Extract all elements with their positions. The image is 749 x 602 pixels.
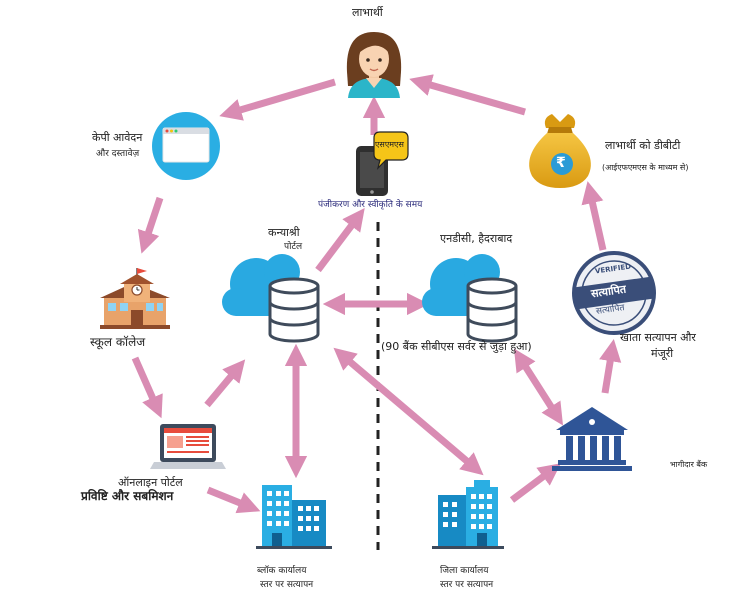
arrow-ndc-bank-bidirectional [513, 348, 564, 426]
laptop-icon [150, 424, 226, 469]
arrow-kanyashree-to-sms [315, 208, 365, 273]
account-verification-label: खाता सत्यापन और [620, 331, 696, 344]
district-office-sublabel: स्तर पर सत्यापन [440, 580, 494, 590]
office-building-icon [256, 485, 332, 549]
dbt-label: लाभार्थी को डीबीटी [605, 139, 681, 152]
flow-arrows [131, 74, 622, 514]
cloud-database-icon [222, 254, 320, 343]
phone-sms-icon [356, 131, 409, 196]
kanyashree-sublabel: पोर्टल [284, 242, 303, 252]
school-building-icon [100, 268, 170, 329]
bank-label: भागीदार बैंक [670, 460, 708, 469]
arrow-beneficiary-to-application [219, 78, 336, 121]
verified-stamp-icon [572, 251, 656, 335]
arrow-portal-to-block [206, 486, 261, 514]
kp-application-sublabel: और दस्तावेज़ [96, 149, 140, 159]
kanyashree-label: कन्याश्री [268, 226, 300, 239]
sms-bubble-text: एसएमएस [375, 140, 404, 149]
arrow-district-to-bank [509, 463, 561, 503]
arrow-verification-to-dbt [581, 181, 607, 251]
beneficiary-label: लाभार्थी [352, 6, 383, 19]
arrow-dbt-to-beneficiary [409, 74, 526, 116]
online-portal-sublabel: प्रविष्टि और सबमिशन [81, 489, 174, 503]
arrow-application-to-school [137, 196, 164, 254]
block-office-label: ब्लॉक कार्यालय [257, 566, 307, 576]
account-verification-sublabel: मंजूरी [651, 347, 674, 360]
arrow-kanyashree-district-bidirectional [333, 347, 484, 476]
office-building-icon [432, 480, 504, 549]
dbt-sublabel: (आईएफएमएस के माध्यम से) [602, 163, 689, 172]
sms-notification-label: पंजीकरण और स्वीकृति के समय [318, 200, 423, 210]
arrow-bank-to-verification [599, 338, 622, 394]
bank-building-icon [552, 407, 632, 471]
money-bag-icon [529, 114, 591, 188]
woman-avatar-icon [346, 32, 402, 98]
cloud-database-icon [422, 254, 518, 343]
district-office-label: जिला कार्यालय [440, 566, 489, 576]
ndc-hyderabad-label: एनडीसी, हैदराबाद [440, 232, 513, 245]
kp-application-label: केपी आवेदन [92, 131, 143, 144]
arrow-laptop-to-kanyashree [204, 359, 246, 408]
block-office-sublabel: स्तर पर सत्यापन [260, 580, 314, 590]
arrow-school-to-portal [131, 356, 163, 419]
ndc-hyderabad-sublabel: (90 बैंक सीबीएस सर्वर से जुड़ा हुआ) [381, 340, 532, 353]
school-college-label: स्कूल कॉलेज [90, 335, 146, 349]
online-portal-label: ऑनलाइन पोर्टल [118, 476, 183, 489]
coin-symbol: ₹ [556, 155, 566, 171]
browser-window-icon [152, 112, 220, 180]
